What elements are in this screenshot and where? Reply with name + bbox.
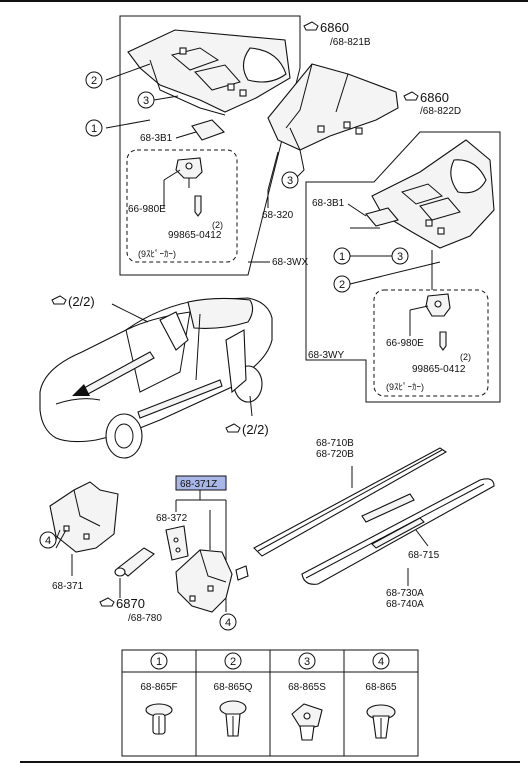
clip-table: 1 2 3 4 68-865F 68-865Q 68-865S 68-865 [121,649,419,757]
callout-3-middle: 3 [281,171,299,189]
ref-6860-top: 6860 /68-821B [303,20,371,48]
label-68-740A: 68-740A [386,599,424,610]
label-68-3B1-left: 68-3B1 [140,133,173,144]
svg-text:3: 3 [287,175,293,187]
ref-2-2-left: (2/2) [51,294,149,323]
rear-package-tray-right [371,139,495,249]
label-68-372: 68-372 [156,513,188,524]
rear-trim-panel [267,63,399,151]
clip-code-68-865S: 68-865S [288,682,326,693]
speaker-recess-right [450,159,487,194]
label-qty2-right: (2) [460,352,471,362]
svg-text:6860: 6860 [320,20,349,35]
table-header-1: 1 [150,652,168,670]
label-68-730A: 68-730A [386,588,424,599]
callout-4-center: 4 [219,613,237,631]
svg-text:4: 4 [45,535,51,547]
label-99865-left: 99865-0412 [168,230,222,241]
label-68-715: 68-715 [408,550,440,561]
sill-plates-group [253,447,495,586]
svg-text:2: 2 [230,656,236,668]
svg-text:3: 3 [304,656,310,668]
svg-text:(2/2): (2/2) [68,294,95,309]
svg-text:(2/2): (2/2) [242,422,269,437]
middle-tray-group [267,63,399,208]
label-66-980E-left: 66-980E [128,204,166,215]
tube-6870 [114,547,155,598]
box-68-3WY [305,131,501,403]
pad-68-3B1-right [365,207,399,227]
svg-text:4: 4 [378,656,384,668]
screw-99865-left [194,195,202,217]
screw-99865-right [439,331,447,351]
svg-text:3: 3 [143,95,149,107]
svg-text:1: 1 [91,123,97,135]
clip-68-865Q-icon [219,700,247,737]
speaker-recess-left [242,47,287,83]
trim-68-371Z [175,510,249,613]
car-rear-window [187,297,254,329]
table-header-4: 4 [372,652,390,670]
svg-text:1: 1 [156,656,162,668]
svg-text:3: 3 [397,251,403,263]
callout-2-right: 2 [333,275,351,293]
trim-68-371 [49,481,119,553]
svg-text:/68-822D: /68-822D [420,106,461,117]
svg-text:/68-780: /68-780 [128,613,162,624]
callout-3-right: 3 [391,247,409,265]
car-front-wheel [105,413,143,459]
label-68-710B: 68-710B [316,438,354,449]
label-68-371: 68-371 [52,581,84,592]
table-header-2: 2 [224,652,242,670]
label-9spk-left: (9ｽﾋﾟｰｶｰ) [138,249,176,259]
label-9spk-right: (9ｽﾋﾟｰｶｰ) [386,382,424,392]
inner-sill-plate [253,447,448,557]
label-68-320: 68-320 [262,210,294,221]
highlight-68-371Z [175,475,227,491]
clip-code-68-865Q: 68-865Q [214,682,253,693]
callout-3-topleft: 3 [137,91,155,109]
label-68-3WX: 68-3WX [272,257,308,268]
clip-68-865S-icon [291,703,323,741]
svg-text:4: 4 [225,617,231,629]
label-qty2-left: (2) [212,220,223,230]
svg-text:/68-821B: /68-821B [330,37,371,48]
callout-1-topleft: 1 [85,119,103,137]
right-tray-group [305,131,501,403]
speaker-subgroup-left [126,149,238,263]
ref-6860-right: 6860 /68-822D [403,90,461,117]
label-68-720B: 68-720B [316,449,354,460]
clip-68-865-icon [366,704,396,739]
car-illustration [39,297,273,459]
trim-68-371-group [49,481,119,576]
svg-text:1: 1 [339,251,345,263]
clip-code-68-865: 68-865 [365,682,397,693]
svg-text:2: 2 [91,75,97,87]
ref-2-2-right: (2/2) [225,422,269,437]
callout-1-right: 1 [333,247,351,265]
svg-text:6870: 6870 [116,596,145,611]
callout-2-topleft: 2 [85,71,103,89]
callout-4-left: 4 [39,531,57,549]
pad-68-3B1-left [191,119,225,141]
table-header-3: 3 [298,652,316,670]
ref-6870: 6870 /68-780 [99,596,162,624]
clip-68-865F-icon [145,703,173,735]
left-tray-group [105,15,301,276]
svg-text:2: 2 [339,279,345,291]
box-68-3WX [119,15,301,276]
bracket-68-372 [165,525,189,561]
label-68-3B1-right: 68-3B1 [312,198,345,209]
car-side-sill [137,379,223,419]
clip-code-68-865F: 68-865F [140,682,177,693]
label-66-980E-right: 66-980E [386,338,424,349]
label-99865-right: 99865-0412 [412,364,466,375]
label-68-371Z: 68-371Z [180,479,217,490]
svg-text:6860: 6860 [420,90,449,105]
label-68-3WY: 68-3WY [308,350,344,361]
